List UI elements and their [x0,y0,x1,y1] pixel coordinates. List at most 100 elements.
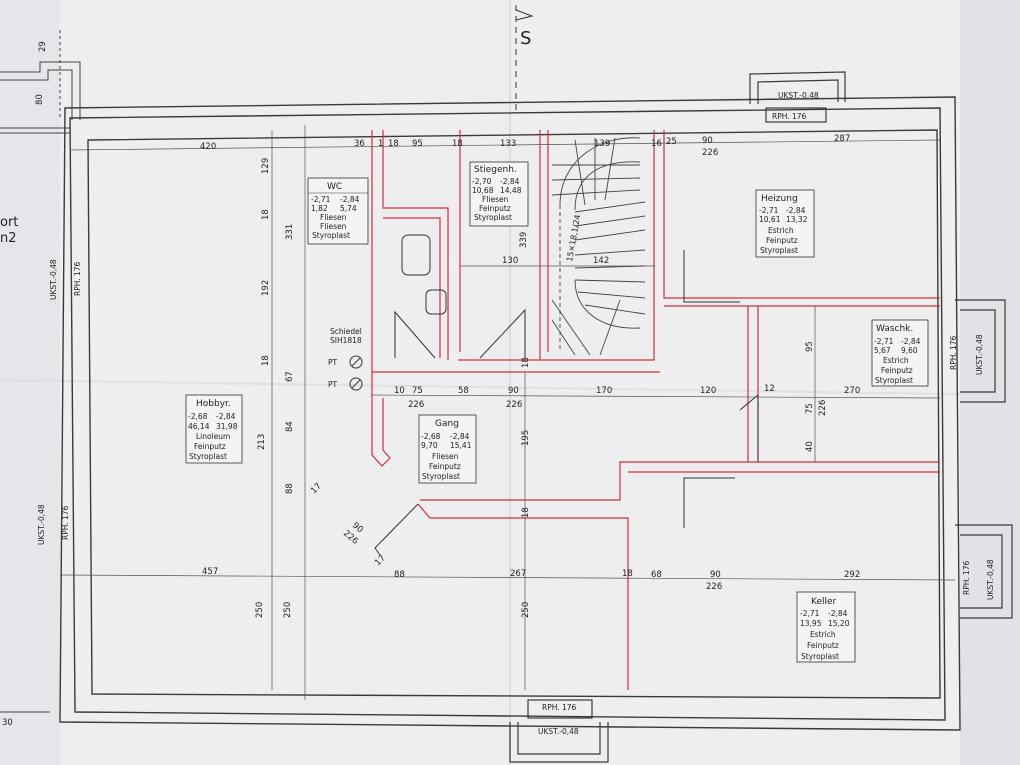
dim-row-90: 90 [508,386,519,396]
dim-v-250c: 250 [521,602,531,618]
room-wc-val-1b: -2,84 [340,195,360,204]
room-keller-line-2: Feinputz [807,641,839,650]
level-rph-bottom: RPH. 176 [542,703,577,712]
room-wc-val-2b: 5,74 [340,204,357,213]
room-stiegenhaus-line-1: Fliesen [482,195,509,204]
level-rph-right: RPH. 176 [949,335,958,370]
room-wc-line-1: Fliesen [320,213,347,222]
dim-row-120: 120 [700,386,716,396]
dimension-lines [59,125,956,700]
dim-row-226a: 226 [408,400,424,410]
panel-pt-2: PT [328,380,338,389]
room-keller-name: Keller [811,597,837,607]
dim-top-139: 139 [594,139,610,149]
room-gang-line-3: Styroplast [422,472,460,481]
room-wc-val-1a: -2,71 [311,195,331,204]
room-waschk-line-3: Styroplast [875,376,913,385]
room-waschk-val-2b: 9,60 [901,346,918,355]
dim-v-213: 213 [257,434,267,450]
dim-top-16: 16 [651,139,662,149]
staircase [551,137,646,356]
room-gang-val-1a: -2,68 [421,432,441,441]
room-waschk-val-2a: 5,67 [874,346,891,355]
room-keller-line-3: Styroplast [801,652,839,661]
dim-v-195: 195 [521,430,531,446]
room-heizung-label: Heizung -2,71 -2,84 10,61 13,32 Estrich … [755,189,815,258]
dim-v-250a: 250 [255,602,265,618]
dim-left-29: 29 [38,41,48,52]
paper-shadow-left [0,0,60,765]
dim-left-30: 30 [2,718,13,728]
dim-stair-142: 142 [593,256,609,266]
dim-top-95: 95 [412,139,423,149]
light-wells [509,71,1013,763]
dim-bot-68: 68 [651,570,662,580]
room-heizung-name: Heizung [761,194,798,204]
dim-v-250b: 250 [283,602,293,618]
room-wc-val-2a: 1,82 [311,204,328,213]
dim-w-40: 40 [805,441,815,452]
room-hobbyr-val-1b: -2,84 [216,412,236,421]
dim-top-18a: 18 [388,139,399,149]
room-wc-line-2: Fliesen [320,222,347,231]
dim-bot-90: 90 [710,570,721,580]
dim-stair-130: 130 [502,256,518,266]
level-ukst-top: UKST.-0,48 [778,91,819,100]
dim-left-80: 80 [35,94,45,105]
room-gang-val-2a: 9,70 [421,441,438,450]
room-gang-line-1: Fliesen [432,452,459,461]
dim-top-287: 287 [834,134,850,144]
room-stiegenhaus-line-2: Feinputz [479,204,511,213]
room-wc-name: WC [327,182,342,192]
room-keller-val-2b: 15,20 [828,619,850,628]
level-rph-left: RPH. 176 [73,261,82,296]
room-waschk-name: Waschk. [876,324,913,334]
panel-type: SIH1818 [330,336,362,345]
dim-row-10: 10 [394,386,405,396]
room-heizung-val-1a: -2,71 [759,206,779,215]
room-stiegenhaus-val-1a: -2,70 [472,177,492,186]
dim-top-18b: 18 [452,139,463,149]
dim-top-1: 1 [378,139,383,149]
room-heizung-val-1b: -2,84 [786,206,806,215]
room-keller-label: Keller -2,71 -2,84 13,95 15,20 Estrich F… [796,591,856,663]
room-stiegenhaus-label: Stiegenh. -2,70 -2,84 10,68 14,48 Fliese… [469,161,529,227]
level-ukst-bottom: UKST.-0,48 [538,727,579,736]
dim-top-133: 133 [500,139,516,149]
north-label: S [520,28,531,49]
dim-v-88: 88 [285,483,295,494]
dim-v-18d: 18 [521,507,531,518]
room-keller-line-1: Estrich [810,630,836,639]
dim-bot-457: 457 [202,567,218,577]
room-heizung-val-2a: 10,61 [759,215,781,224]
dim-row-170: 170 [596,386,612,396]
room-heizung-line-2: Feinputz [766,236,798,245]
edge-text-1: ort [0,215,18,230]
room-waschk-label: Waschk. -2,71 -2,84 5,67 9,60 Estrich Fe… [871,319,929,387]
room-keller-val-2a: 13,95 [800,619,822,628]
room-stiegenhaus-val-1b: -2,84 [500,177,520,186]
paper-shadow-right [960,0,1020,765]
dim-bot-292: 292 [844,570,860,580]
dim-v-18b: 18 [261,355,271,366]
dim-row-58: 58 [458,386,469,396]
dim-top-420: 420 [200,142,216,152]
room-hobbyr-line-2: Feinputz [194,442,226,451]
level-rph-right2: RPH. 176 [962,560,971,595]
dim-v-84: 84 [285,421,295,432]
room-wc-label: WC -2,71 -2,84 1,82 5,74 Fliesen Fliesen… [307,177,369,245]
dim-w-75: 75 [805,403,815,414]
dim-v-192: 192 [261,280,271,296]
interior-walls-red [371,130,940,690]
panel-pt-1: PT [328,358,338,367]
left-edge-sketch [0,30,81,713]
dim-top-25: 25 [666,137,677,147]
doors-fixtures [349,234,759,556]
room-stiegenhaus-val-2a: 10,68 [472,186,494,195]
panel-name: Schiedel [330,327,362,336]
paper-fold-horizontal [0,379,1020,396]
dim-row-75: 75 [412,386,423,396]
room-waschk-val-1a: -2,71 [874,337,894,346]
room-wc-line-3: Styroplast [312,231,350,240]
dim-v-331: 331 [285,224,295,240]
